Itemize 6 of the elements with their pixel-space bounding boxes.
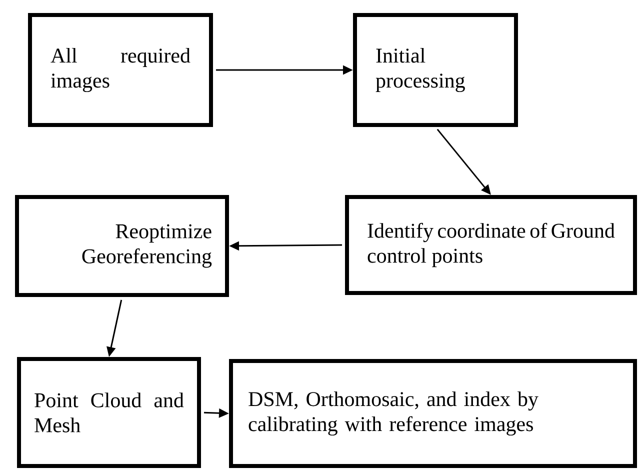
process-box: All required images — [28, 13, 213, 127]
process-box: Reoptimize Georeferencing — [15, 195, 229, 297]
process-box: Point Cloud and Mesh — [17, 357, 201, 468]
process-box: Identify coordinate of Ground control points — [345, 195, 637, 295]
process-box: Initial processing — [353, 13, 518, 127]
process-box: DSM, Orthomosaic, and index by calibrating with reference images — [229, 359, 637, 468]
